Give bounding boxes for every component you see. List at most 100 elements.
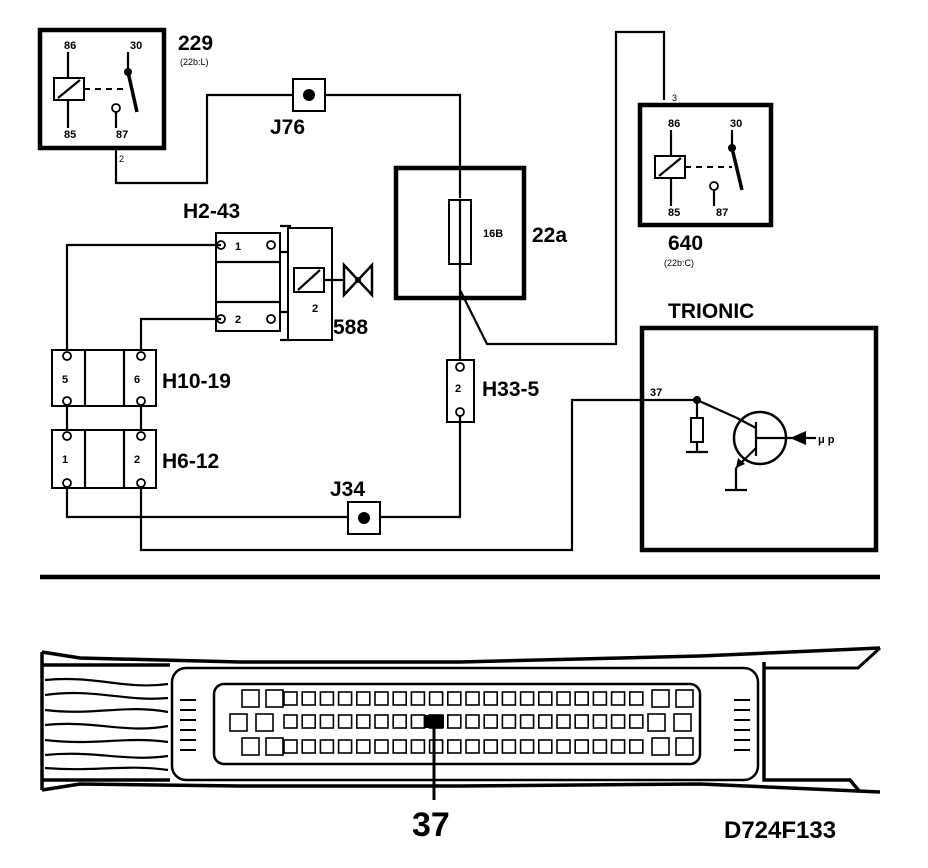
ecu-pin-37-callout: 37 [412,806,450,844]
ecu-pin-r1-c7 [392,691,408,706]
ecu-pin-r1-c2 [301,691,317,706]
relay-229[interactable]: 86 30 85 87 [37,27,167,151]
ecu-connector[interactable] [40,646,882,800]
splice-j76[interactable] [292,78,326,112]
h6-12-pin-2: 2 [134,454,140,466]
ecu-pin-r1-c20 [628,691,644,706]
ecu-pin-r3-c18 [592,739,608,754]
ecu-pin-r3-c8 [410,739,426,754]
valve-588[interactable] [287,227,374,341]
ecu-pin-r3-c16 [556,739,571,754]
ecu-pin-r2-c11 [465,714,480,729]
ecu-pin-r2-c4 [337,714,353,729]
ecu-pin-r1-c18 [592,691,608,706]
valve-588-pin: 2 [312,303,318,315]
connector-h33-5-id: H33-5 [482,378,540,401]
valve-588-id: 588 [333,316,368,339]
relay-640-id: 640 [668,232,703,255]
ecu-pin-r1-c3 [319,691,335,706]
trionic-title: TRIONIC [668,300,754,323]
ecu-pin-grid [229,689,694,756]
drawing-reference: D724F133 [724,817,836,844]
relay-640-pin-87: 87 [716,207,728,219]
ecu-pin-r1-c9 [428,691,444,706]
fuse-label: 16B [483,228,503,240]
connector-h2-43[interactable]: 1 2 [215,224,292,342]
trionic-pin-37: 37 [650,387,662,399]
ecu-end-pin-6 [265,737,284,756]
ecu-end-pin-10 [673,713,692,732]
ecu-pin-r2-c17 [574,714,590,729]
ecu-pin-r3-c13 [501,739,517,754]
trionic-ecu[interactable] [639,325,879,553]
relay-640-pin-30: 30 [730,118,742,130]
ecu-end-pin-8 [675,689,694,708]
ecu-end-pin-3 [229,713,248,732]
splice-j34-label: J34 [330,478,365,501]
wire-harness [40,652,170,790]
connector-h6-12[interactable]: 1 2 [51,429,157,489]
trionic-mp-label: μ p [818,434,835,446]
connector-h33-5[interactable]: 2 [446,359,475,423]
relay-229-pin-86: 86 [64,40,76,52]
ecu-pin-r2-c16 [556,714,571,729]
ecu-pin-r3-c6 [374,739,389,754]
ecu-pin-r2-c5 [355,714,371,729]
relay-640-ref: (22b:C) [664,258,694,268]
ecu-pin-r1-c14 [519,691,535,706]
ecu-pin-r3-c14 [519,739,535,754]
wire-fuse-to-640 [459,30,666,346]
ecu-pin-r2-c8 [410,714,426,729]
relay-229-wire-pin: 2 [119,154,124,164]
ecu-pin-37[interactable] [424,715,444,728]
ecu-pin-r3-c19 [610,739,626,754]
ecu-pin-r1-c4 [337,691,353,706]
ecu-pin-r3-c12 [483,739,499,754]
wire-h2-pin1-to-h10 [65,243,221,356]
ecu-pin-r3-c9 [428,739,444,754]
ecu-pin-r3-c1 [283,739,298,754]
wire-h2-pin2-to-h10 [139,317,221,356]
connector-h10-19[interactable]: 5 6 [51,349,157,407]
relay-229-pin-87: 87 [116,129,128,141]
ecu-pin-r3-c15 [537,739,553,754]
relay-640[interactable]: 86 30 85 87 [637,102,774,228]
ecu-pin-r1-c15 [537,691,553,706]
ecu-pin-r1-c8 [410,691,426,706]
ecu-pin-r3-c10 [446,739,462,754]
ecu-pin-r1-c16 [556,691,571,706]
ecu-pin-r2-c15 [537,714,553,729]
ecu-pin-r2-c7 [392,714,408,729]
wire-j34-to-h33 [380,416,462,519]
connector-h10-19-id: H10-19 [162,370,231,393]
wire-229-to-j76 [114,93,294,185]
ecu-pin-r3-c17 [574,739,590,754]
wire-h6-to-j34 [65,487,348,519]
h6-12-pin-1: 1 [62,454,68,466]
ecu-end-pin-7 [651,689,670,708]
ecu-end-pin-5 [241,737,260,756]
ecu-pin-r2-c3 [319,714,335,729]
ecu-pin-r3-c3 [319,739,335,754]
ecu-pin-r3-c7 [392,739,408,754]
ecu-pin-r3-c4 [337,739,353,754]
ecu-pin-r1-c1 [283,691,298,706]
ecu-pin-r2-c20 [628,714,644,729]
ecu-pin-r2-c10 [446,714,462,729]
h2-43-pin-2: 2 [235,314,241,326]
splice-j34[interactable] [347,501,381,535]
ecu-pin-r1-c5 [355,691,371,706]
fuse-box-id: 22a [532,224,567,247]
ecu-pin-r3-c20 [628,739,644,754]
relay-229-id: 229 [178,32,213,55]
ecu-end-pin-12 [675,737,694,756]
ecu-end-pin-11 [651,737,670,756]
ecu-pin-r1-c12 [483,691,499,706]
h2-43-pin-1: 1 [235,241,241,253]
ecu-pin-r1-c10 [446,691,462,706]
splice-j76-label: J76 [270,116,305,139]
relay-640-wire-pin: 3 [672,93,677,103]
ecu-pin-r2-c13 [501,714,517,729]
relay-229-pin-30: 30 [130,40,142,52]
